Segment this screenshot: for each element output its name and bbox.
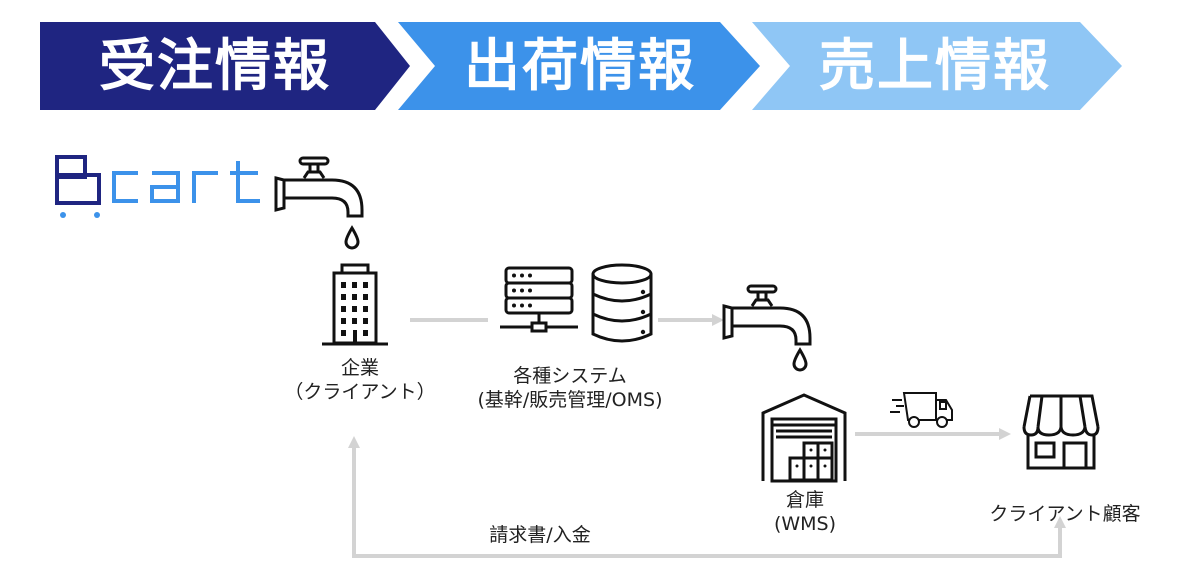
- faucet-icon: [274, 156, 364, 250]
- cart-wordmark: [112, 161, 260, 203]
- bcart-logo: [55, 155, 275, 225]
- flow-arrow-systems-warehouse: [658, 314, 724, 326]
- faucet-icon-2: [722, 284, 812, 372]
- company-label: 企業 （クライアント）: [270, 356, 450, 404]
- storefront-icon: [1022, 394, 1100, 470]
- delivery-truck-icon: [890, 392, 953, 428]
- banner-step-orders-label: 受注情報: [99, 34, 331, 99]
- banner-step-orders: [40, 22, 410, 110]
- systems-label: 各種システム (基幹/販売管理/OMS): [450, 364, 690, 412]
- systems-name: 各種システム: [513, 365, 627, 387]
- warehouse-icon: [761, 393, 847, 483]
- banner-step-sales: [752, 22, 1122, 110]
- systems-sub: (基幹/販売管理/OMS): [477, 389, 663, 411]
- customer-label: クライアント顧客: [989, 503, 1141, 525]
- warehouse-sub: (WMS): [773, 513, 837, 535]
- flow-line-company-systems: [410, 318, 488, 322]
- office-building-icon: [322, 263, 388, 346]
- company-sub: （クライアント）: [284, 381, 436, 403]
- process-banner: [40, 22, 1122, 110]
- flow-arrow-warehouse-customer: [855, 428, 1011, 440]
- banner-step-shipping: [398, 22, 760, 110]
- warehouse-label: 倉庫 (WMS): [745, 488, 865, 536]
- cart-b-mark-icon: [55, 155, 101, 218]
- company-name: 企業: [340, 357, 379, 379]
- warehouse-name: 倉庫: [785, 489, 824, 511]
- banner-step-shipping-label: 出荷情報: [464, 34, 696, 99]
- database-icon: [591, 263, 653, 343]
- flow-arrow-billing-loop: [348, 436, 1066, 558]
- billing-label: 請求書/入金: [489, 524, 591, 546]
- server-icon: [500, 266, 578, 333]
- banner-step-sales-label: 売上情報: [819, 34, 1051, 99]
